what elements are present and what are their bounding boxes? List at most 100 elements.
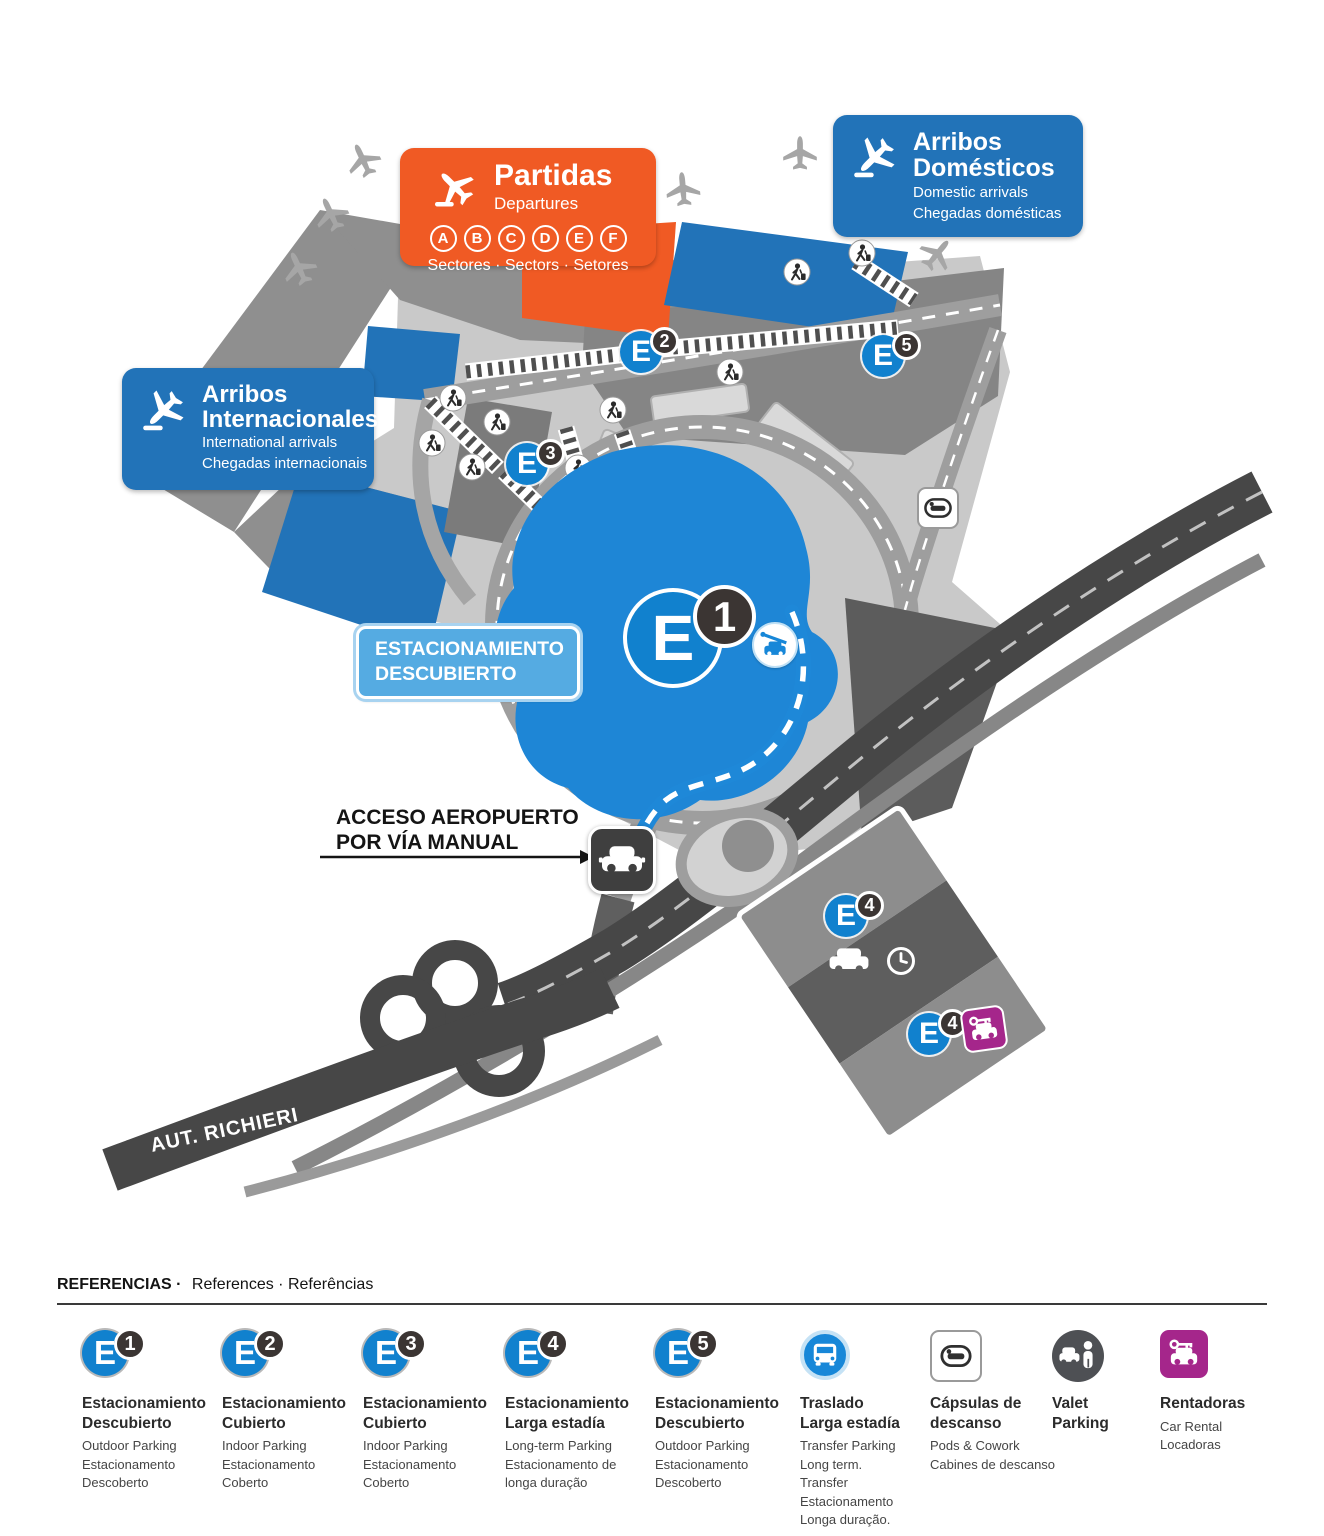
pod-capsule-icon bbox=[924, 498, 952, 518]
legend-sub: Car Rental bbox=[1160, 1418, 1223, 1434]
estacionamiento-descubierto-label: ESTACIONAMIENTO DESCUBIERTO bbox=[356, 626, 580, 699]
legend-sub: Outdoor Parking bbox=[82, 1438, 177, 1454]
arribos-internacionales-box: Arribos Internacionales International ar… bbox=[122, 368, 378, 490]
references-rule bbox=[57, 1303, 1267, 1305]
legend-title: Parking bbox=[1052, 1414, 1109, 1432]
legend-sub: Pods & Cowork bbox=[930, 1438, 1020, 1454]
sector-a: A bbox=[429, 225, 457, 252]
arribos-int-title2: Internacionales bbox=[202, 406, 379, 434]
arribos-dom-title2: Domésticos bbox=[913, 154, 1055, 183]
badge-number: 3 bbox=[536, 439, 565, 468]
references-heading-bold: REFERENCIAS · bbox=[57, 1276, 182, 1293]
car-icon bbox=[829, 948, 869, 973]
est-label-line2: DESCUBIERTO bbox=[375, 663, 517, 686]
sector-c: C bbox=[497, 225, 525, 252]
rest-pods-icon bbox=[930, 1330, 982, 1382]
legend-title: Estacionamiento bbox=[222, 1395, 347, 1412]
legend-title: Cubierto bbox=[222, 1414, 286, 1432]
legend-sub: Transfer bbox=[800, 1475, 848, 1491]
legend-sub: Indoor Parking bbox=[363, 1438, 448, 1454]
e4-transfer-icons bbox=[826, 944, 918, 978]
manual-access-car-icon bbox=[588, 826, 656, 894]
legend-sub: Descoberto bbox=[82, 1475, 149, 1491]
legend-sub: Long-term Parking bbox=[505, 1438, 612, 1454]
transfer-bus-icon bbox=[800, 1330, 850, 1380]
legend-sub: longa duração bbox=[505, 1475, 588, 1491]
badge-number: 4 bbox=[855, 891, 884, 920]
parking-badge-e2: E 2 bbox=[620, 327, 680, 373]
valet-parking-icon bbox=[1052, 1330, 1104, 1382]
partidas-title: Partidas bbox=[494, 159, 613, 192]
legend-item-pods: Cápsulas de descanso Pods & Cowork Cabin… bbox=[930, 1330, 1065, 1474]
legend-item-rental: Rentadoras Car Rental Locadoras bbox=[1160, 1330, 1275, 1455]
legend-title: Cubierto bbox=[363, 1414, 427, 1432]
partidas-box: Partidas Departures A B C D E F Sectores… bbox=[400, 148, 656, 274]
plane-takeoff-icon bbox=[429, 161, 481, 217]
arribos-int-sub1: International arrivals bbox=[202, 434, 338, 452]
legend-item-e1: E 1 Estacionamiento Descubierto Outdoor … bbox=[82, 1328, 222, 1493]
legend-sub: Transfer Parking bbox=[800, 1438, 896, 1454]
badge-number: 4 bbox=[537, 1328, 569, 1360]
international-arrivals-zone-b bbox=[262, 470, 462, 648]
sector-e: E bbox=[565, 225, 593, 252]
legend-sub: Estacionamento de bbox=[505, 1456, 617, 1472]
arribos-dom-title1: Arribos bbox=[913, 128, 1002, 156]
car-barrier-icon bbox=[760, 631, 787, 656]
badge-e5: E 5 bbox=[655, 1328, 719, 1376]
legend-sub: Outdoor Parking bbox=[655, 1438, 750, 1454]
badge-number: 5 bbox=[892, 331, 921, 360]
arribos-int-sub2: Chegadas internacionais bbox=[202, 455, 368, 473]
badge-e3: E 3 bbox=[363, 1328, 427, 1376]
airport-map: AUT. RICHIERI bbox=[102, 136, 1273, 1198]
arribos-domesticos-box: Arribos Domésticos Domestic arrivals Che… bbox=[833, 115, 1083, 237]
arribos-int-title1: Arribos bbox=[202, 381, 288, 408]
legend-sub: Long term. bbox=[800, 1456, 863, 1472]
badge-number: 1 bbox=[114, 1328, 146, 1360]
legend-item-e3: E 3 Estacionamiento Cubierto Indoor Park… bbox=[363, 1328, 505, 1493]
arribos-dom-sub2: Chegadas domésticas bbox=[913, 204, 1062, 222]
legend-title: Estacionamiento bbox=[82, 1395, 207, 1412]
legend-title: descanso bbox=[930, 1414, 1002, 1432]
acceso-aeropuerto-label: ACCESO AEROPUERTO POR VÍA MANUAL bbox=[336, 806, 579, 856]
legend-sub: Locadoras bbox=[1160, 1437, 1221, 1453]
legend-title: Estacionamiento bbox=[655, 1395, 780, 1412]
legend-sub: Estacionamento bbox=[82, 1456, 176, 1472]
clock-icon bbox=[887, 947, 915, 975]
rest-pods-icon bbox=[917, 487, 959, 529]
legend-item-e4: E 4 Estacionamiento Larga estadía Long-t… bbox=[505, 1328, 655, 1493]
legend-sub: Estacionamento bbox=[222, 1456, 316, 1472]
sectors-caption: Sectores · Sectors · Setores bbox=[427, 257, 629, 274]
partidas-subtitle: Departures bbox=[494, 193, 579, 213]
sector-d: D bbox=[531, 225, 559, 252]
legend-title: Descubierto bbox=[655, 1414, 745, 1432]
manual-access-route bbox=[624, 604, 811, 870]
sector-b: B bbox=[463, 225, 491, 252]
acceso-line2: POR VÍA MANUAL bbox=[336, 830, 519, 854]
legend-title: Rentadoras bbox=[1160, 1395, 1246, 1412]
manual-barrier-icon bbox=[752, 622, 798, 668]
legend-sub: Estacionamento bbox=[800, 1493, 894, 1509]
legend-title: Estacionamiento bbox=[363, 1395, 488, 1412]
legend-title: Estacionamiento bbox=[505, 1395, 630, 1412]
legend-sub: Estacionamento bbox=[363, 1456, 457, 1472]
legend-sub: Descoberto bbox=[655, 1475, 722, 1491]
legend-item-transfer: Traslado Larga estadía Transfer Parking … bbox=[800, 1330, 925, 1530]
legend-item-e5: E 5 Estacionamiento Descubierto Outdoor … bbox=[655, 1328, 800, 1493]
acceso-line1: ACCESO AEROPUERTO bbox=[336, 806, 579, 829]
legend-title: Larga estadía bbox=[800, 1414, 900, 1432]
references-heading: REFERENCIAS · References · Referências bbox=[57, 1276, 373, 1294]
legend-sub: Coberto bbox=[222, 1475, 269, 1491]
references-heading-rest: References · Referências bbox=[191, 1276, 374, 1293]
roundabout bbox=[675, 806, 799, 908]
badge-number: 2 bbox=[254, 1328, 286, 1360]
international-arrivals-zone-a bbox=[362, 326, 460, 402]
badge-number: 5 bbox=[687, 1328, 719, 1360]
sector-list: A B C D E F bbox=[400, 225, 656, 252]
legend-sub: Indoor Parking bbox=[222, 1438, 307, 1454]
legend-sub: Longa duração. bbox=[800, 1512, 891, 1528]
car-icon bbox=[598, 846, 646, 873]
sector-f: F bbox=[599, 225, 627, 252]
badge-number: 3 bbox=[395, 1328, 427, 1360]
legend-title: Cápsulas de bbox=[930, 1395, 1022, 1412]
